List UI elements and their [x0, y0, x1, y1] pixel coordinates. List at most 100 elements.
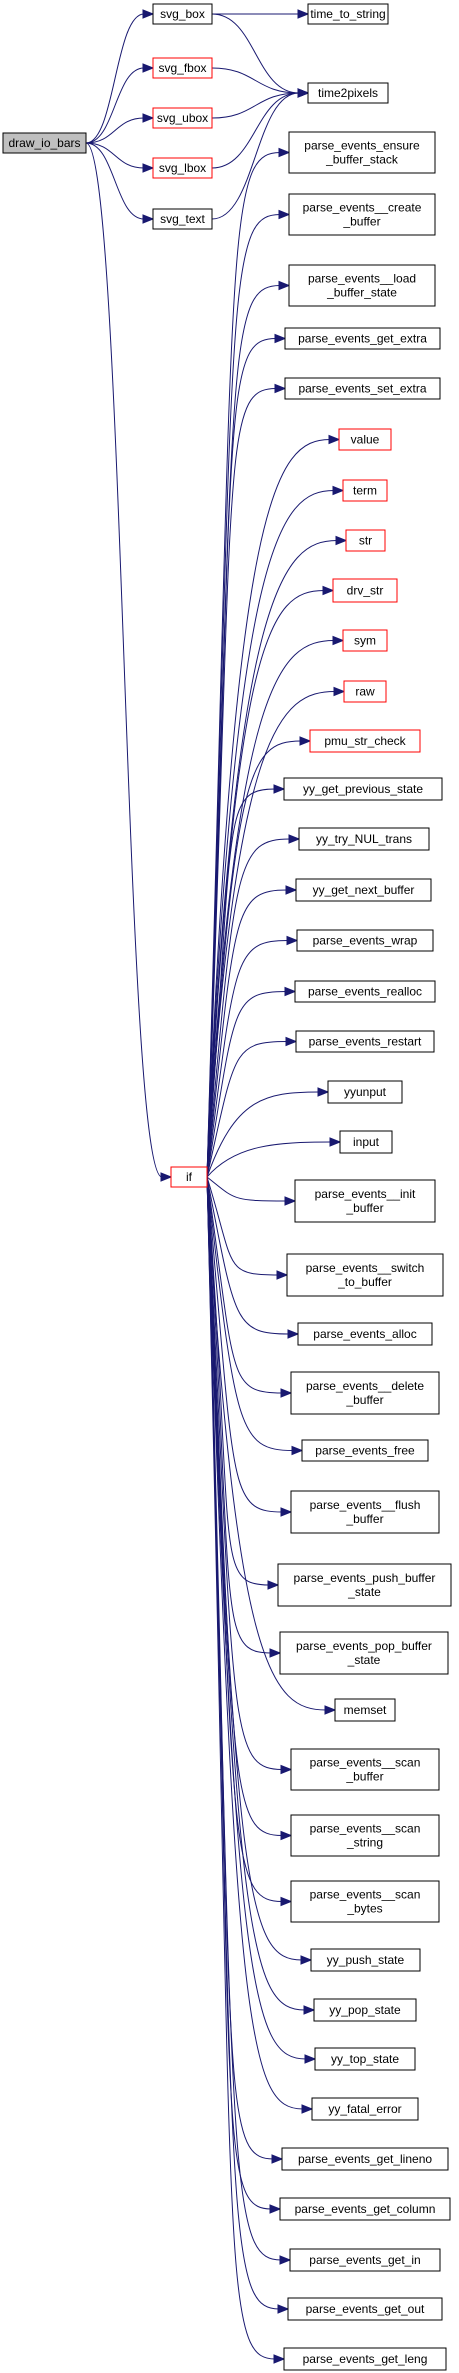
node-yy_get_next_buffer[interactable]: yy_get_next_buffer: [295, 878, 432, 902]
node-scan_string[interactable]: parse_events__scan_string: [290, 1814, 440, 1857]
node-box[interactable]: [277, 1563, 452, 1607]
node-drv_str[interactable]: drv_str: [332, 578, 398, 603]
node-delete_buffer[interactable]: parse_events__delete_buffer: [290, 1371, 440, 1415]
node-svg_box[interactable]: svg_box: [152, 3, 213, 25]
node-yyunput[interactable]: yyunput: [327, 1080, 403, 1104]
node-box[interactable]: [338, 428, 392, 451]
node-box[interactable]: [294, 980, 436, 1003]
node-get_extra[interactable]: parse_events_get_extra: [284, 327, 441, 350]
node-memset[interactable]: memset: [334, 1698, 396, 1722]
node-box[interactable]: [170, 1166, 208, 1188]
node-box[interactable]: [289, 2248, 441, 2272]
node-flush_buffer[interactable]: parse_events__flush_buffer: [290, 1490, 440, 1534]
node-box[interactable]: [283, 2347, 447, 2371]
node-box[interactable]: [288, 264, 436, 307]
node-init_buffer[interactable]: parse_events__init_buffer: [294, 1179, 436, 1223]
node-get_lineno[interactable]: parse_events_get_lineno: [281, 2147, 449, 2171]
node-box[interactable]: [295, 1030, 435, 1053]
node-if[interactable]: if: [170, 1166, 208, 1188]
node-box[interactable]: [294, 1179, 436, 1223]
node-box[interactable]: [281, 2147, 449, 2171]
node-switch_to_buffer[interactable]: parse_events__switch_to_buffer: [286, 1253, 444, 1297]
node-box[interactable]: [283, 777, 443, 801]
node-yy_get_previous_state[interactable]: yy_get_previous_state: [283, 777, 443, 801]
node-value[interactable]: value: [338, 428, 392, 451]
node-box[interactable]: [342, 479, 388, 502]
node-box[interactable]: [152, 3, 213, 25]
node-box[interactable]: [334, 1698, 396, 1722]
node-box[interactable]: [342, 629, 388, 652]
node-yy_push_state[interactable]: yy_push_state: [310, 1948, 421, 1972]
node-box[interactable]: [284, 377, 441, 400]
node-box[interactable]: [332, 578, 398, 603]
node-box[interactable]: [309, 729, 421, 753]
node-svg_lbox[interactable]: svg_lbox: [152, 157, 213, 179]
node-box[interactable]: [279, 2197, 451, 2221]
node-box[interactable]: [290, 1814, 440, 1857]
node-box[interactable]: [311, 2097, 419, 2121]
node-box[interactable]: [313, 1998, 417, 2022]
node-box[interactable]: [286, 1253, 444, 1297]
node-pmu_str_check[interactable]: pmu_str_check: [309, 729, 421, 753]
node-scan_buffer[interactable]: parse_events__scan_buffer: [290, 1748, 440, 1791]
node-box[interactable]: [345, 529, 386, 552]
node-raw[interactable]: raw: [343, 680, 387, 703]
node-box[interactable]: [339, 1130, 393, 1154]
node-box[interactable]: [343, 680, 387, 703]
node-svg_ubox[interactable]: svg_ubox: [152, 107, 213, 129]
node-box[interactable]: [2, 132, 87, 154]
node-box[interactable]: [296, 929, 434, 952]
node-box[interactable]: [288, 193, 436, 236]
node-box[interactable]: [297, 1322, 433, 1346]
node-time2pixels[interactable]: time2pixels: [307, 82, 389, 104]
node-wrap[interactable]: parse_events_wrap: [296, 929, 434, 952]
node-yy_pop_state[interactable]: yy_pop_state: [313, 1998, 417, 2022]
node-box[interactable]: [307, 3, 389, 25]
node-free[interactable]: parse_events_free: [301, 1439, 429, 1462]
node-load_buffer_state[interactable]: parse_events__load_buffer_state: [288, 264, 436, 307]
node-box[interactable]: [284, 327, 441, 350]
node-term[interactable]: term: [342, 479, 388, 502]
node-yy_fatal_error[interactable]: yy_fatal_error: [311, 2097, 419, 2121]
node-yy_top_state[interactable]: yy_top_state: [314, 2047, 416, 2071]
node-create_buffer[interactable]: parse_events__create_buffer: [288, 193, 436, 236]
node-box[interactable]: [152, 208, 213, 230]
node-box[interactable]: [287, 2297, 443, 2321]
node-box[interactable]: [152, 107, 213, 129]
node-box[interactable]: [327, 1080, 403, 1104]
node-time_to_string[interactable]: time_to_string: [307, 3, 389, 25]
node-sym[interactable]: sym: [342, 629, 388, 652]
node-svg_text[interactable]: svg_text: [152, 208, 213, 230]
node-box[interactable]: [290, 1371, 440, 1415]
node-pop_buffer_state[interactable]: parse_events_pop_buffer_state: [279, 1631, 449, 1675]
node-realloc[interactable]: parse_events_realloc: [294, 980, 436, 1003]
node-str[interactable]: str: [345, 529, 386, 552]
node-get_in[interactable]: parse_events_get_in: [289, 2248, 441, 2272]
node-restart[interactable]: parse_events_restart: [295, 1030, 435, 1053]
node-push_buffer_state[interactable]: parse_events_push_buffer_state: [277, 1563, 452, 1607]
node-box[interactable]: [288, 131, 436, 174]
node-box[interactable]: [152, 57, 213, 79]
node-get_leng[interactable]: parse_events_get_leng: [283, 2347, 447, 2371]
node-box[interactable]: [307, 82, 389, 104]
node-yy_try_NUL_trans[interactable]: yy_try_NUL_trans: [298, 827, 430, 851]
node-svg_fbox[interactable]: svg_fbox: [152, 57, 213, 79]
node-box[interactable]: [290, 1880, 440, 1923]
node-draw_io_bars[interactable]: draw_io_bars: [2, 132, 87, 154]
node-scan_bytes[interactable]: parse_events__scan_bytes: [290, 1880, 440, 1923]
node-box[interactable]: [298, 827, 430, 851]
node-set_extra[interactable]: parse_events_set_extra: [284, 377, 441, 400]
node-box[interactable]: [290, 1748, 440, 1791]
node-alloc[interactable]: parse_events_alloc: [297, 1322, 433, 1346]
node-box[interactable]: [301, 1439, 429, 1462]
node-box[interactable]: [279, 1631, 449, 1675]
node-box[interactable]: [152, 157, 213, 179]
node-box[interactable]: [290, 1490, 440, 1534]
node-get_column[interactable]: parse_events_get_column: [279, 2197, 451, 2221]
node-box[interactable]: [295, 878, 432, 902]
node-ensure_buffer_stack[interactable]: parse_events_ensure_buffer_stack: [288, 131, 436, 174]
node-input[interactable]: input: [339, 1130, 393, 1154]
node-box[interactable]: [310, 1948, 421, 1972]
node-box[interactable]: [314, 2047, 416, 2071]
node-get_out[interactable]: parse_events_get_out: [287, 2297, 443, 2321]
